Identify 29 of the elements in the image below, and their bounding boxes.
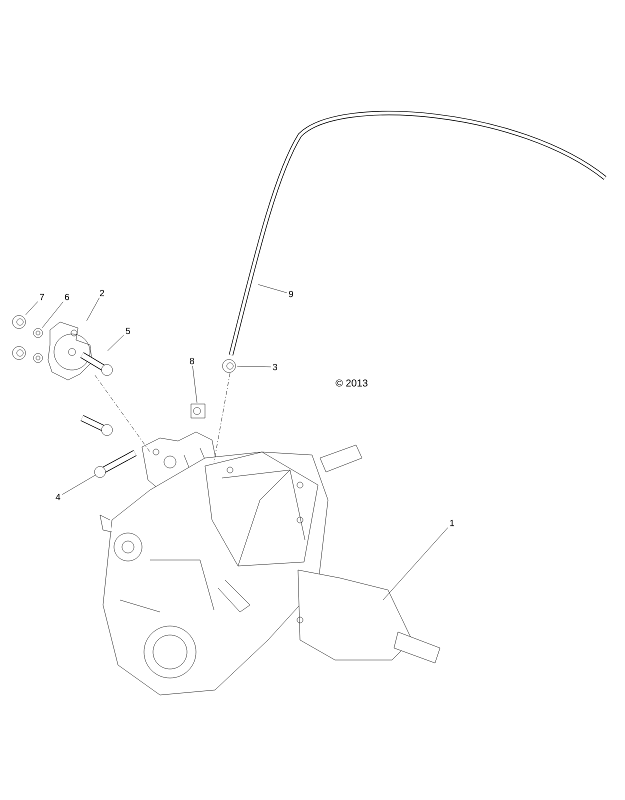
callout-number: 5 [126, 328, 130, 334]
bolt-drawing [94, 450, 137, 478]
callout-number: 7 [40, 294, 44, 300]
leader-line [107, 334, 124, 351]
leader-line [192, 366, 198, 403]
alignment-line [214, 373, 230, 462]
callout-number: 6 [64, 294, 70, 300]
leader-line [62, 474, 96, 495]
nut-drawing [222, 359, 236, 373]
bolt-drawing [80, 352, 113, 376]
leader-line [86, 298, 100, 321]
transmission-drawing [100, 432, 440, 696]
callout-number: 2 [100, 290, 104, 296]
alignment-line [94, 375, 150, 452]
bushing-drawing [190, 404, 206, 418]
leader-line [237, 366, 271, 368]
leader-line [42, 302, 64, 328]
bracket-drawing [48, 322, 92, 380]
callout-number: 4 [56, 494, 60, 500]
leader-line [382, 528, 448, 600]
nut-drawing [12, 315, 26, 329]
copyright-notice: © 2013 [336, 379, 368, 387]
leader-line [258, 284, 287, 293]
callout-number: 8 [190, 358, 194, 364]
washer-drawing [33, 328, 43, 338]
callout-number: 1 [450, 520, 454, 526]
hose-drawing [228, 111, 606, 356]
leader-line [25, 301, 38, 315]
callout-number: 3 [272, 364, 278, 370]
